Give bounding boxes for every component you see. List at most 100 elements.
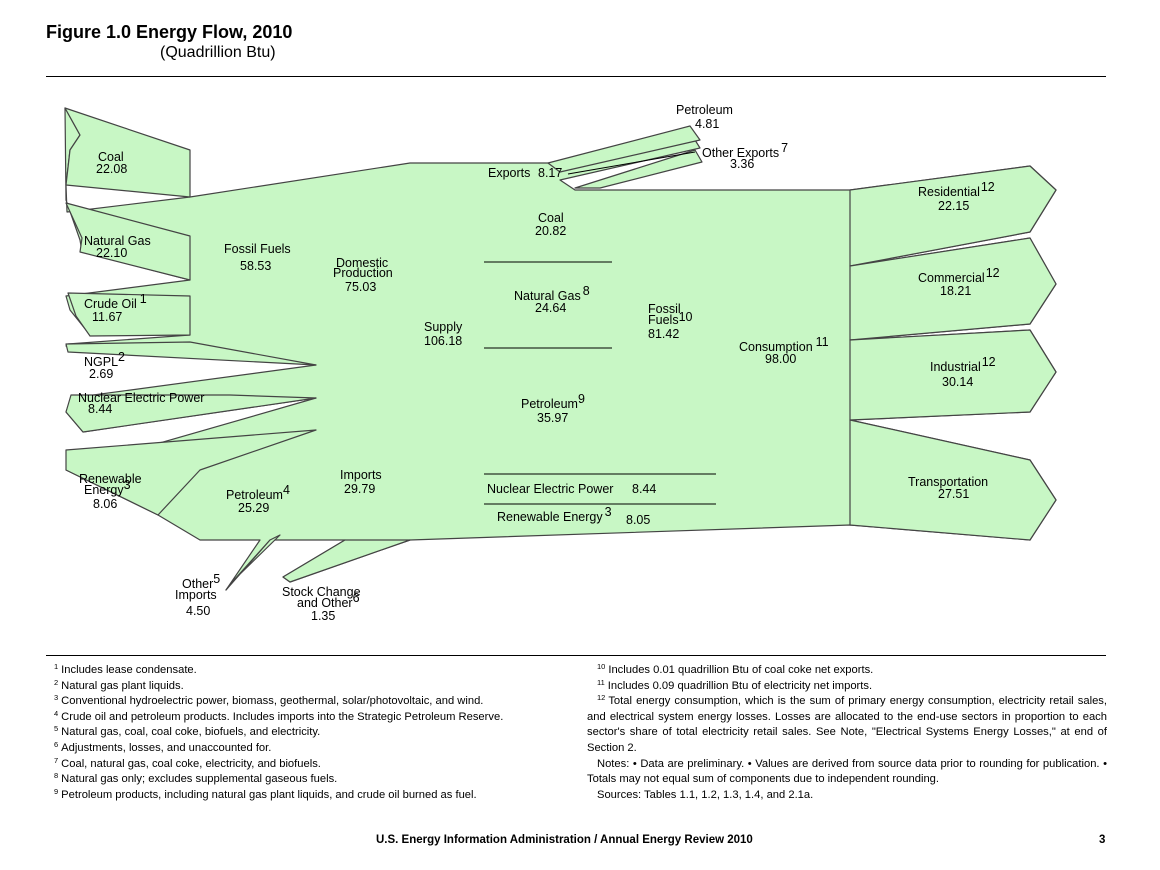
supply-name: Supply	[424, 320, 463, 334]
stock-change-name-1: Stock Change	[282, 585, 361, 599]
natural-gas-source-name: Natural Gas	[84, 234, 151, 248]
other-imports-value: 4.50	[186, 604, 210, 618]
notes-text: Notes: • Data are preliminary. • Values …	[587, 757, 1107, 786]
coal-source-name: Coal	[98, 150, 124, 164]
ngpl-value: 2.69	[89, 367, 113, 381]
footnote-text: Includes lease condensate.	[61, 664, 197, 676]
stock-change-name-2: and Other6	[297, 591, 360, 610]
exports-name: Exports	[488, 166, 530, 180]
sources-text: Sources: Tables 1.1, 1.2, 1.3, 1.4, and …	[597, 788, 814, 801]
footnote-number: 1	[54, 662, 59, 671]
crude-oil-name-text: Crude Oil	[84, 297, 137, 311]
footnote-number: 9	[54, 786, 59, 796]
other-imports-footnote: 5	[213, 572, 220, 586]
ngpl-footnote: 2	[118, 350, 125, 364]
natural-gas-consumption-name-text: Natural Gas	[514, 289, 581, 303]
petroleum-exports-name: Petroleum	[676, 103, 733, 117]
transportation-flow	[849, 419, 1057, 541]
industrial-value: 30.14	[942, 375, 973, 389]
consumption-name-text: Consumption	[739, 340, 813, 354]
other-imports-name-1: Other5	[182, 572, 220, 591]
residential-value: 22.15	[938, 199, 969, 213]
footnote-text: Includes 0.01 quadrillion Btu of coal co…	[608, 664, 874, 676]
figure-title: Figure 1.0 Energy Flow, 2010	[46, 22, 293, 42]
footnote-number: 2	[54, 677, 59, 687]
domestic-production-name-1: Domestic	[336, 256, 388, 270]
fossil-fuels-consumption-name-1: Fossil	[648, 302, 681, 316]
stock-change-value: 1.35	[311, 609, 335, 623]
exports-value: 8.17	[538, 166, 562, 180]
footnote-number: 7	[54, 755, 59, 765]
petroleum-imports-name: Petroleum4	[226, 483, 290, 502]
petroleum-imports-footnote: 4	[283, 483, 290, 497]
fossil-fuels-consumption-name-2-text: Fuels	[648, 313, 679, 327]
natural-gas-source-value: 22.10	[96, 246, 127, 260]
coal-consumption-value: 20.82	[535, 224, 566, 238]
commercial-name-text: Commercial	[918, 271, 985, 285]
industrial-flow	[849, 329, 1057, 421]
stock-change-name-2-text: and Other	[297, 596, 353, 610]
residential-flow	[849, 165, 1057, 267]
footnote-rule	[46, 655, 1106, 656]
consumption-value: 98.00	[765, 352, 796, 366]
commercial-footnote: 12	[986, 266, 1000, 280]
footnote-number: 8	[54, 771, 59, 781]
footnote-number: 12	[597, 693, 606, 703]
petroleum-imports-name-text: Petroleum	[226, 488, 283, 502]
petroleum-export-flow	[547, 125, 701, 173]
coal-source-value: 22.08	[96, 162, 127, 176]
footnote-text: Conventional hydroelectric power, biomas…	[61, 695, 484, 708]
renewable-consumption-name-text: Renewable Energy	[497, 510, 603, 524]
fossil-fuels-source-value: 58.53	[240, 259, 271, 273]
residential-name: Residential12	[918, 180, 995, 199]
stock-change-flow	[282, 539, 411, 583]
renewable-source-value: 8.06	[93, 497, 117, 511]
page-number: 3	[1099, 834, 1106, 846]
renewable-source-footnote: 3	[124, 478, 131, 492]
footnote-text: Coal, natural gas, coal coke, electricit…	[61, 757, 321, 770]
natural-gas-source-flow	[65, 202, 191, 281]
fossil-fuels-consumption-footnote: 10	[679, 310, 693, 324]
footnote-text: Natural gas, coal, coal coke, biofuels, …	[61, 726, 321, 739]
coal-consumption-name: Coal	[538, 211, 564, 225]
footnote-text: Natural gas only; excludes supplemental …	[61, 773, 338, 786]
exports-arrow	[567, 151, 696, 175]
transportation-name: Transportation	[908, 475, 988, 489]
fossil-fuels-consumption-value: 81.42	[648, 327, 679, 341]
natural-gas-consumption-value: 24.64	[535, 301, 566, 315]
consumption-footnote: 11	[816, 335, 829, 349]
petroleum-exports-value: 4.81	[695, 117, 719, 131]
other-exports-flow	[574, 149, 703, 189]
petroleum-imports-value: 25.29	[238, 501, 269, 515]
footnote-number: 3	[54, 693, 59, 703]
crude-oil-value: 11.67	[92, 310, 122, 324]
stock-change-footnote: 6	[353, 591, 360, 605]
petroleum-consumption-name-text: Petroleum	[521, 397, 578, 411]
imports-name: Imports	[340, 468, 382, 482]
residential-name-text: Residential	[918, 185, 980, 199]
ngpl-source-flow	[65, 341, 317, 366]
footnote-text: Includes 0.09 quadrillion Btu of electri…	[607, 679, 873, 692]
renewable-consumption-value: 8.05	[626, 513, 650, 527]
page-footer: U.S. Energy Information Administration /…	[376, 834, 753, 846]
renewable-source-name-2-text: Energy	[84, 483, 124, 497]
residential-footnote: 12	[981, 180, 995, 194]
industrial-name-text: Industrial	[930, 360, 981, 374]
nuclear-source-flow	[65, 394, 317, 433]
other-exports-name-text: Other Exports	[702, 146, 779, 160]
nuclear-consumption-name: Nuclear Electric Power	[487, 482, 613, 496]
petroleum-consumption-footnote: 9	[578, 392, 585, 406]
